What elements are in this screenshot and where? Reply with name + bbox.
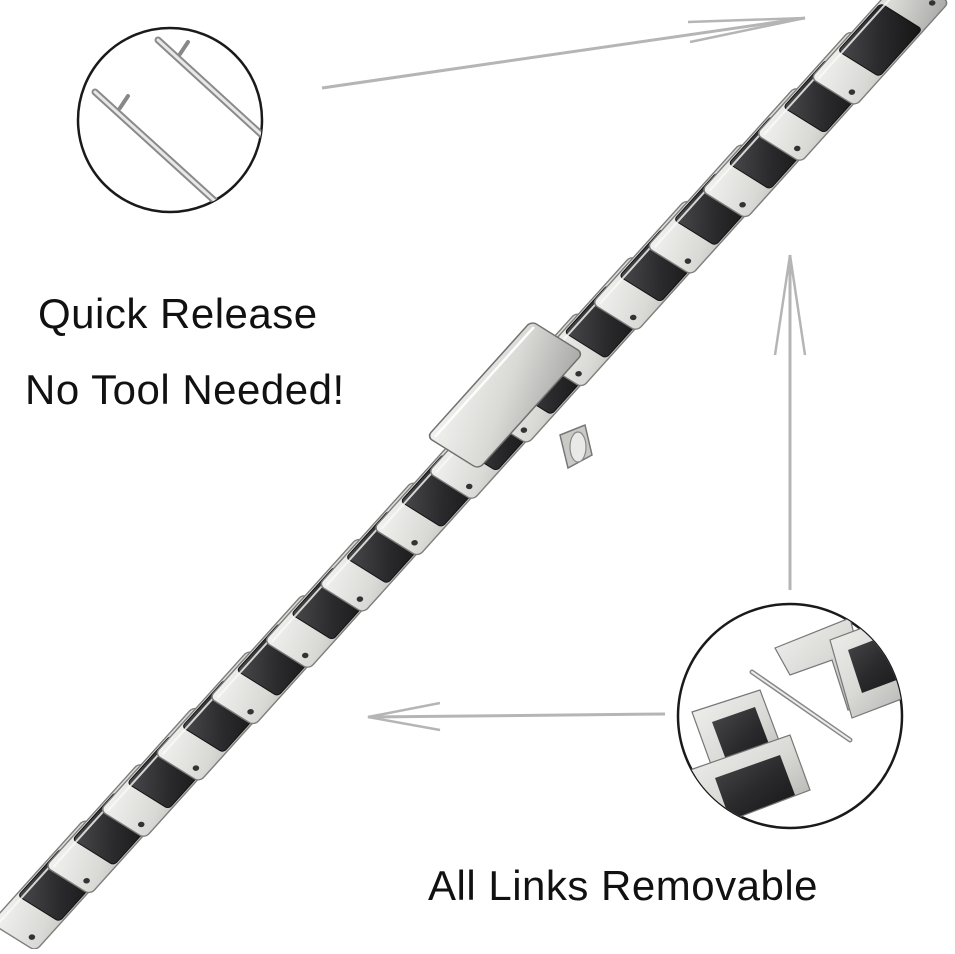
links-removable-caption: All Links Removable <box>428 862 819 909</box>
removed-link-icon <box>676 602 904 830</box>
arrow-up-to-band <box>773 254 807 590</box>
quick-release-caption: Quick Release <box>38 290 318 337</box>
band-link <box>812 0 948 105</box>
no-tool-caption: No Tool Needed! <box>25 366 345 413</box>
clasp-plate <box>428 322 582 468</box>
arrow-to-band-links <box>367 701 666 732</box>
butterfly-clasp-icon <box>559 423 593 470</box>
spring-bar-pins-icon <box>76 26 264 214</box>
arrow-to-pins <box>321 16 806 90</box>
